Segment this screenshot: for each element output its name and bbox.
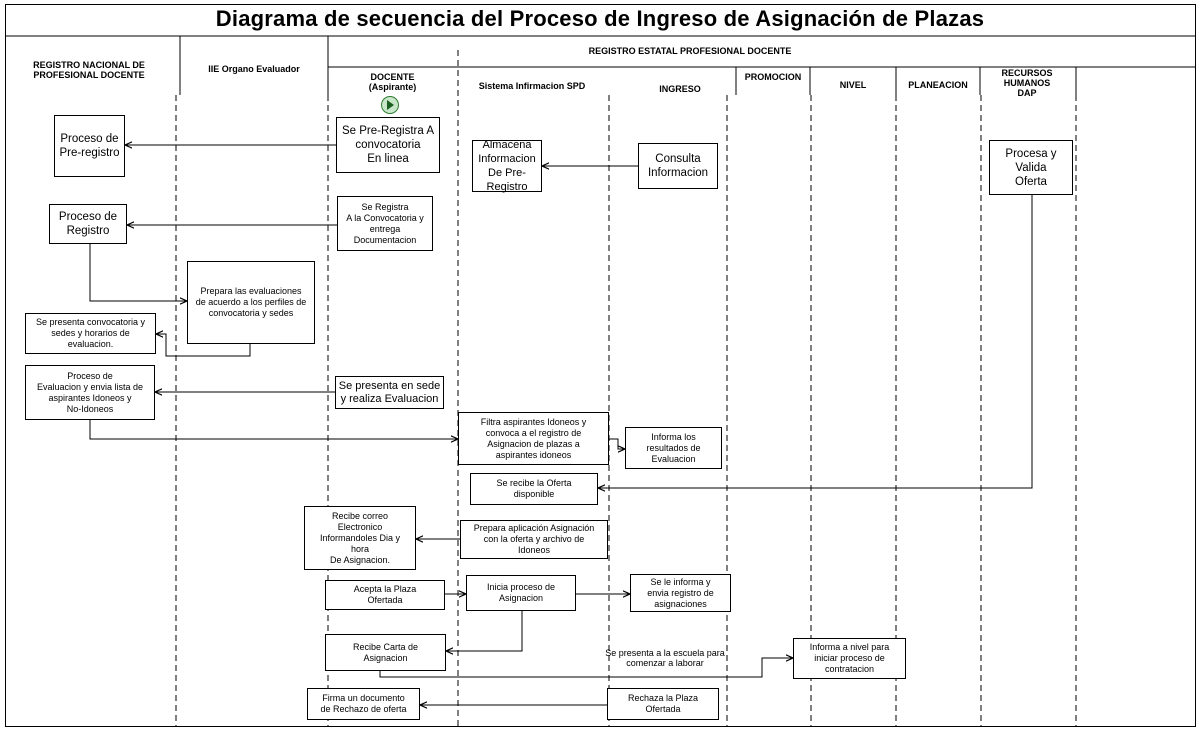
- box-se-registra: Se Registra A la Convocatoria y entrega …: [337, 196, 433, 251]
- box-presenta-convocatoria: Se presenta convocatoria y sedes y horar…: [25, 313, 156, 354]
- box-informa-resultados: Informa los resultados de Evaluacion: [625, 427, 722, 469]
- lane-planeacion: PLANEACION: [908, 80, 968, 90]
- box-proceso-preregistro: Proceso de Pre-registro: [54, 115, 125, 177]
- label-presenta-escuela: Se presenta a la escuela para comenzar a…: [605, 648, 725, 668]
- start-play-icon: [381, 96, 399, 114]
- box-consulta: Consulta Informacion: [638, 143, 718, 189]
- lane-organo-evaluador: IIE Organo Evaluador: [208, 64, 300, 74]
- arrow-carta-to-nivel: [379, 658, 793, 678]
- lane-docente: DOCENTE (Aspirante): [368, 72, 417, 92]
- outer-frame: [5, 4, 1196, 727]
- box-preregistra: Se Pre-Registra A convocatoria En linea: [336, 117, 440, 173]
- box-informa-registro: Se le informa y envia registro de asigna…: [630, 574, 731, 612]
- arrow-prepara-to-convocatoria: [156, 334, 251, 357]
- lane-registro-estatal: REGISTRO ESTATAL PROFESIONAL DOCENTE: [588, 46, 792, 56]
- box-proceso-registro: Proceso de Registro: [49, 204, 127, 244]
- box-presenta-sede: Se presenta en sede y realiza Evaluacion: [335, 376, 444, 409]
- arrow-filtra-to-informa: [609, 438, 625, 449]
- box-firma-rechazo: Firma un documento de Rechazo de oferta: [307, 688, 420, 720]
- lane-nivel: NIVEL: [839, 80, 867, 90]
- box-acepta-plaza: Acepta la Plaza Ofertada: [325, 580, 445, 610]
- lane-promocion: PROMOCION: [744, 72, 802, 82]
- arrow-evaluacion-to-filtra: [89, 420, 458, 439]
- box-recibe-carta: Recibe Carta de Asignacion: [325, 634, 446, 671]
- lifelines: [175, 50, 1077, 726]
- arrow-procesa-to-recibe-oferta: [598, 149, 1033, 488]
- box-filtra: Filtra aspirantes Idoneos y convoca a el…: [458, 412, 609, 465]
- box-proceso-evaluacion: Proceso de Evaluacion y envia lista de a…: [25, 365, 155, 420]
- arrow-inicia-to-carta: [446, 611, 523, 651]
- box-prepara-aplicacion: Prepara aplicación Asignación con la ofe…: [460, 520, 608, 559]
- lane-registro-nacional: REGISTRO NACIONAL DE PROFESIONAL DOCENTE: [33, 60, 145, 80]
- box-procesa-valida: Procesa y Valida Oferta: [989, 140, 1073, 195]
- box-recibe-oferta: Se recibe la Oferta disponible: [470, 473, 598, 505]
- box-recibe-correo: Recibe correo Electronico Informandoles …: [304, 506, 416, 570]
- box-rechaza-plaza: Rechaza la Plaza Ofertada: [607, 688, 719, 720]
- lane-ingreso: INGRESO: [659, 84, 701, 94]
- lane-recursos-humanos: RECURSOS HUMANOS DAP: [1001, 68, 1053, 98]
- box-prepara-evaluaciones: Prepara las evaluaciones de acuerdo a lo…: [187, 261, 315, 344]
- box-informa-nivel: Informa a nivel para iniciar proceso de …: [793, 638, 906, 679]
- arrow-registro-to-prepara: [89, 244, 187, 301]
- lane-sistema: Sistema Infirmacion SPD: [478, 81, 586, 91]
- box-almacena: Almacena Informacion De Pre-Registro: [472, 139, 542, 193]
- diagram-title: Diagrama de secuencia del Proceso de Ing…: [215, 6, 985, 31]
- box-inicia-asignacion: Inicia proceso de Asignacion: [466, 575, 576, 611]
